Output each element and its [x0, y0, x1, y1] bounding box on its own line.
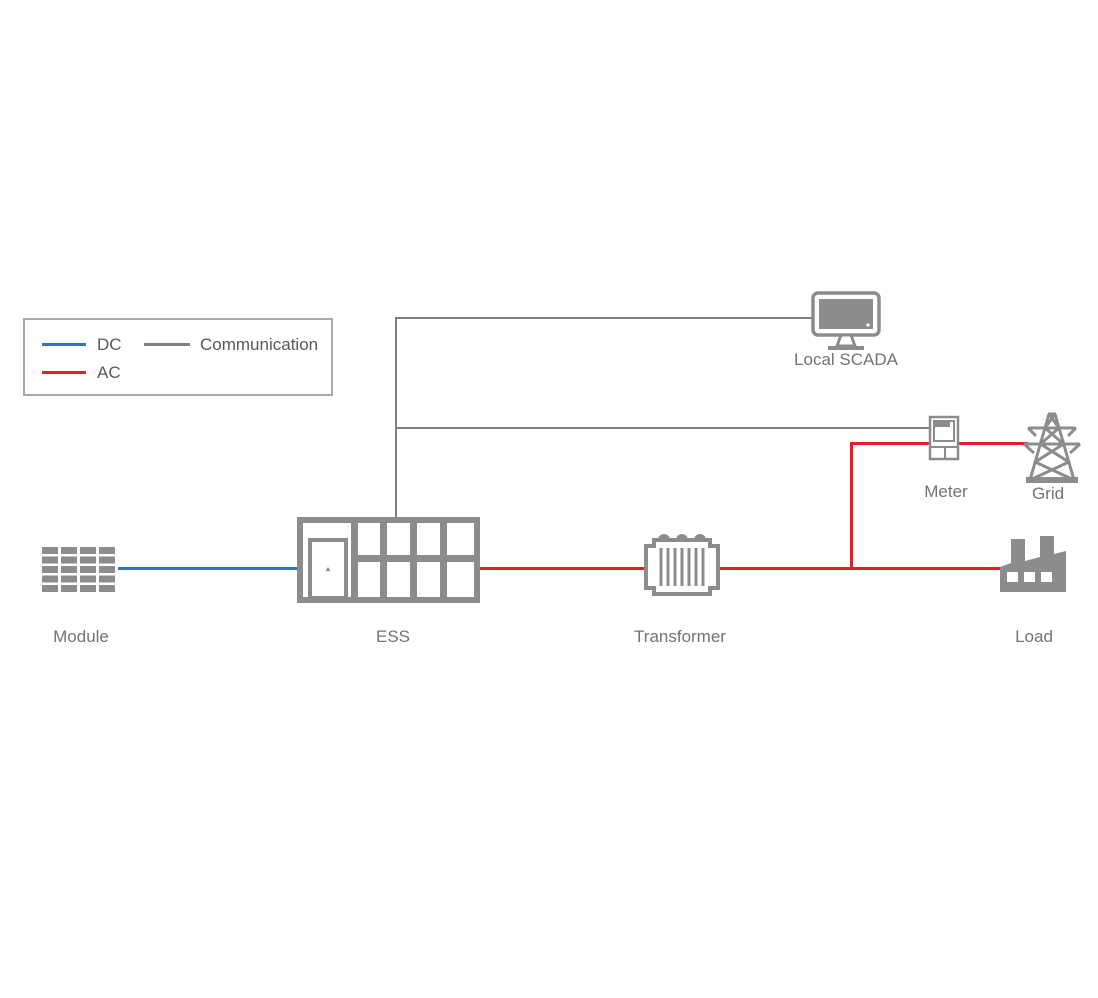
ac-line-ess-transformer	[480, 567, 646, 570]
legend-dc-label: DC	[97, 335, 122, 354]
ess-label: ESS	[375, 627, 411, 646]
legend-ac-label: AC	[97, 363, 121, 382]
meter-icon	[928, 415, 960, 461]
ac-line-branch-vertical	[850, 442, 853, 570]
scada-label: Local SCADA	[794, 350, 898, 369]
ess-container-icon	[297, 517, 480, 603]
legend-ac-swatch	[42, 371, 86, 374]
comm-line-to-scada	[395, 317, 814, 319]
transformer-icon	[644, 534, 720, 596]
legend-dc-swatch	[42, 343, 86, 346]
legend-communication-label: Communication	[200, 335, 319, 354]
module-label: Module	[53, 627, 109, 646]
scada-monitor-icon	[811, 291, 881, 350]
meter-label: Meter	[924, 482, 968, 501]
ac-line-transformer-load	[714, 567, 1002, 570]
transformer-label: Transformer	[634, 627, 726, 646]
dc-line-module-ess	[118, 567, 300, 570]
grid-tower-icon	[1022, 412, 1082, 483]
legend-communication-swatch	[144, 343, 190, 346]
load-label: Load	[1015, 627, 1053, 646]
comm-line-to-meter	[395, 427, 931, 429]
legend: DC Communication AC	[23, 318, 333, 396]
grid-label: Grid	[1031, 484, 1065, 503]
load-factory-icon	[1000, 536, 1066, 592]
comm-line-ess-vertical	[395, 318, 397, 520]
solar-module-icon	[42, 547, 115, 592]
